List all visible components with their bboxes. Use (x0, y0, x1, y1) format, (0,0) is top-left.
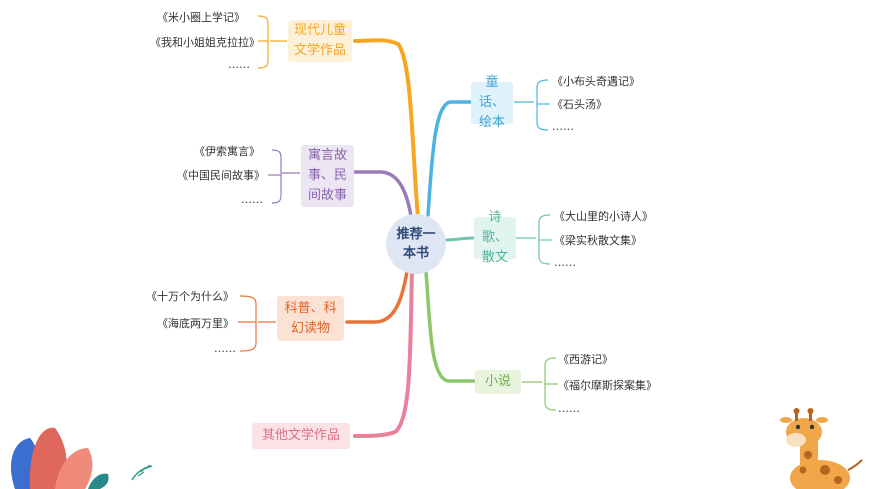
leaf-fairy-1: 《小布头奇遇记》 (552, 75, 640, 88)
center-topic: 推荐一本书 (386, 214, 446, 274)
trunk-novel (424, 270, 476, 383)
leaf-fable-1: 《伊索寓言》 (194, 145, 260, 158)
bracket-modern (257, 15, 287, 69)
trunk-modern (353, 38, 420, 220)
leaf-novel-2: 《福尔摩斯探案集》 (558, 379, 657, 392)
branch-novel: 小说 (475, 370, 521, 394)
leaf-poetry-2: 《梁实秋散文集》 (554, 234, 642, 247)
branch-other: 其他文学作品 (252, 423, 350, 449)
leaf-novel-1: 《西游记》 (558, 353, 613, 366)
leaf-modern-1: 《米小圈上学记》 (157, 11, 245, 24)
leaf-novel-3: …… (558, 402, 580, 415)
branch-fable: 寓言故事、民间故事 (301, 145, 354, 207)
giraffe-illustration (780, 408, 863, 489)
leaf-science-1: 《十万个为什么》 (146, 290, 234, 303)
bracket-fable (268, 149, 300, 204)
trunk-science (345, 264, 410, 324)
leaf-modern-2: 《我和小姐姐克拉拉》 (150, 36, 260, 49)
bracket-fairy (514, 79, 550, 131)
bracket-novel (522, 357, 558, 411)
leaf-fairy-3: …… (552, 120, 574, 133)
leaf-fairy-2: 《石头汤》 (552, 98, 607, 111)
branch-poetry: 诗歌、散文 (474, 210, 516, 265)
leaf-science-2: 《海底两万里》 (157, 317, 234, 330)
leaf-modern-3: …… (228, 58, 250, 71)
branch-modern: 现代儿童文学作品 (288, 20, 352, 62)
plant-decoration (10, 427, 153, 489)
bracket-science (238, 295, 276, 352)
trunk-fairy (426, 100, 472, 217)
branch-science: 科普、科幻读物 (277, 296, 344, 341)
trunk-other (353, 270, 414, 438)
trunk-poetry (444, 236, 476, 242)
leaf-poetry-1: 《大山里的小诗人》 (554, 210, 653, 223)
trunk-fable (353, 170, 414, 224)
bracket-poetry (516, 214, 552, 265)
branch-fairy: 童话、绘本 (471, 75, 513, 130)
leaf-fable-2: 《中国民间故事》 (177, 169, 265, 182)
leaf-science-3: …… (214, 342, 236, 355)
leaf-fable-3: …… (241, 193, 263, 206)
leaf-poetry-3: …… (554, 256, 576, 269)
